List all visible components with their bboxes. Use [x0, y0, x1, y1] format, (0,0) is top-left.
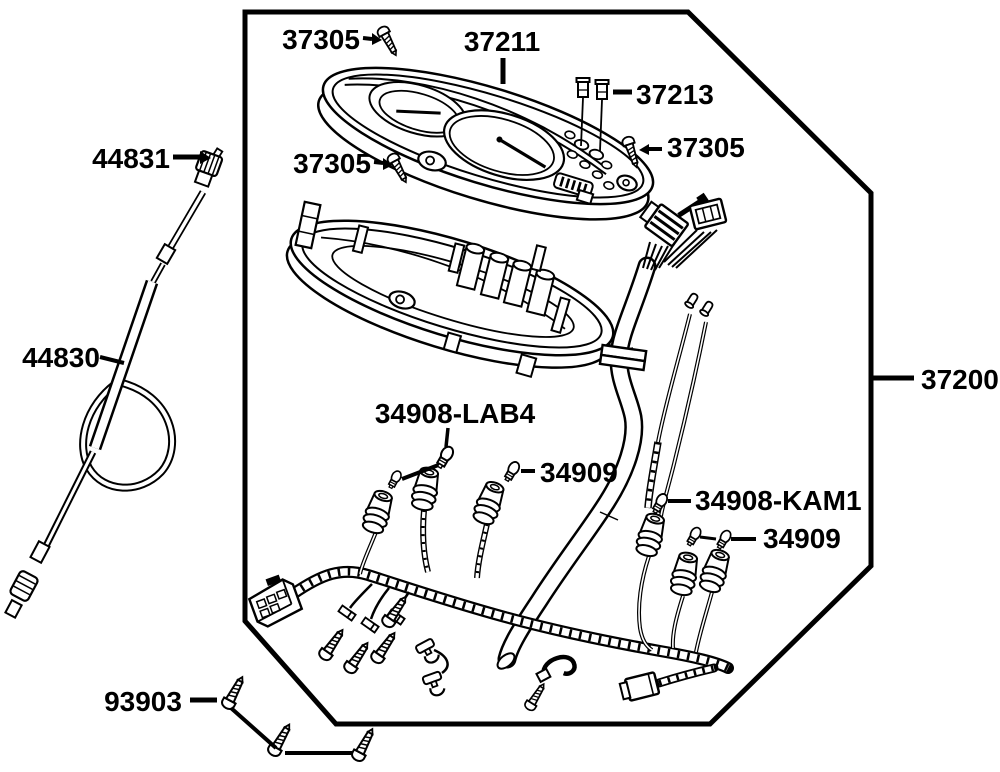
- bulb-socket: [359, 486, 397, 537]
- label-37200: 37200: [921, 364, 999, 395]
- bulb-34909: [684, 524, 704, 549]
- leader-34908-lab4: [444, 427, 450, 448]
- harness-connector-a: [638, 192, 709, 247]
- label-37305-left: 37305: [293, 148, 371, 179]
- harness-screw: [368, 628, 401, 667]
- cable-end-fitting: [4, 539, 51, 619]
- harness-screw: [316, 625, 349, 664]
- label-34908-lab4: 34908-LAB4: [375, 398, 536, 429]
- bulb-34908: [385, 468, 404, 491]
- bulb-34909: [714, 527, 734, 552]
- bullet-terminal: [698, 299, 716, 319]
- bulb-socket: [667, 549, 702, 599]
- screw-37305-top: [375, 23, 402, 59]
- harness-screw: [341, 638, 374, 677]
- panel-bulbs-37213: [575, 77, 610, 152]
- label-93903: 93903: [104, 686, 182, 717]
- bullet-terminal: [683, 291, 701, 311]
- harness-screw: [379, 592, 412, 631]
- screw-93903: [219, 673, 250, 713]
- label-37305-top: 37305: [282, 24, 360, 55]
- bulb-34909: [501, 459, 523, 484]
- flag-terminal: [360, 616, 380, 634]
- harness-connector-b: [688, 197, 728, 231]
- bulb-tube: [525, 268, 556, 317]
- wire-harness: [247, 192, 734, 714]
- speedometer-cable: [4, 147, 224, 619]
- connector-block-left: [247, 574, 304, 628]
- loose-bulbs: [385, 427, 756, 552]
- harness-screw: [522, 680, 550, 714]
- bulb-34908: [433, 443, 457, 471]
- bulb-socket: [696, 545, 734, 596]
- meter-ear-left: [417, 150, 447, 172]
- bulb-34908: [649, 491, 671, 516]
- callout-screws: [219, 23, 643, 765]
- label-37213: 37213: [636, 79, 714, 110]
- cable-joint: [155, 242, 177, 266]
- cable-top-connector: [193, 147, 224, 188]
- meter-ear-right: [616, 174, 638, 192]
- label-44830: 44830: [22, 342, 100, 373]
- label-37211: 37211: [464, 26, 540, 57]
- meter-lower-housing: [285, 200, 615, 379]
- flag-terminal: [337, 604, 357, 622]
- bulb-socket: [469, 477, 509, 529]
- border-frame: [242, 9, 874, 727]
- wire-clip: [421, 670, 448, 700]
- label-34909-a: 34909: [540, 457, 618, 488]
- bulb-tube: [479, 251, 510, 300]
- label-34908-kam1: 34908-KAM1: [695, 485, 862, 516]
- meter-top-cover: [316, 66, 655, 221]
- leader-44830: [99, 355, 125, 365]
- bulb-socket: [632, 510, 669, 560]
- bulb-tube: [455, 242, 486, 291]
- label-34909-b: 34909: [763, 523, 841, 554]
- wire-clamp: [535, 654, 577, 684]
- label-44831: 44831: [92, 143, 170, 174]
- connector-bottom-right: [618, 671, 661, 702]
- band-clamp: [598, 343, 648, 372]
- leaders: [99, 33, 662, 703]
- screw-93903: [349, 725, 380, 765]
- label-37305-right: 37305: [667, 132, 745, 163]
